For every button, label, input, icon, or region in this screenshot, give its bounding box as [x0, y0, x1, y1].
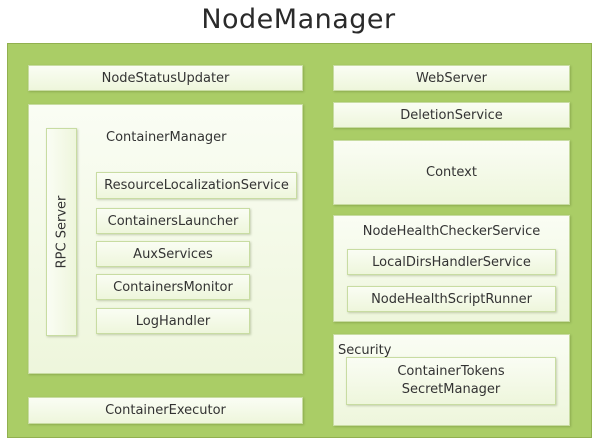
rpc-server-label: RPC Server [54, 195, 69, 269]
local-dirs-handler-service-label: LocalDirsHandlerService [372, 254, 531, 270]
node-status-updater-label: NodeStatusUpdater [101, 70, 230, 86]
resource-localization-service-label: ResourceLocalizationService [104, 178, 289, 193]
container-manager-label: ContainerManager [106, 130, 227, 145]
rpc-server-box: RPC Server [46, 128, 77, 336]
aux-services-box: AuxServices [96, 241, 250, 267]
containers-launcher-box: ContainersLauncher [96, 208, 250, 234]
node-status-updater-box: NodeStatusUpdater [28, 65, 303, 91]
container-executor-box: ContainerExecutor [28, 397, 303, 424]
deletion-service-label: DeletionService [400, 107, 503, 123]
container-executor-label: ContainerExecutor [105, 403, 226, 418]
container-tokens-secret-manager-label: ContainerTokens SecretManager [397, 364, 505, 397]
web-server-label: WebServer [416, 70, 487, 86]
aux-services-label: AuxServices [133, 246, 213, 262]
containers-monitor-box: ContainersMonitor [96, 274, 250, 300]
local-dirs-handler-service-box: LocalDirsHandlerService [347, 249, 556, 275]
log-handler-box: LogHandler [96, 308, 250, 334]
node-health-script-runner-box: NodeHealthScriptRunner [347, 286, 556, 312]
node-health-checker-service-label: NodeHealthCheckerService [362, 224, 541, 239]
context-box: Context [333, 140, 570, 205]
security-label: Security [338, 343, 392, 358]
containers-monitor-label: ContainersMonitor [113, 279, 233, 295]
context-label: Context [426, 165, 477, 180]
deletion-service-box: DeletionService [333, 102, 570, 128]
diagram-title: NodeManager [201, 4, 396, 35]
containers-launcher-label: ContainersLauncher [107, 213, 239, 229]
container-tokens-secret-manager-box: ContainerTokens SecretManager [346, 357, 556, 405]
resource-localization-service-box: ResourceLocalizationService [96, 172, 297, 199]
web-server-box: WebServer [333, 65, 570, 91]
node-health-script-runner-label: NodeHealthScriptRunner [371, 291, 532, 307]
log-handler-label: LogHandler [135, 313, 211, 329]
